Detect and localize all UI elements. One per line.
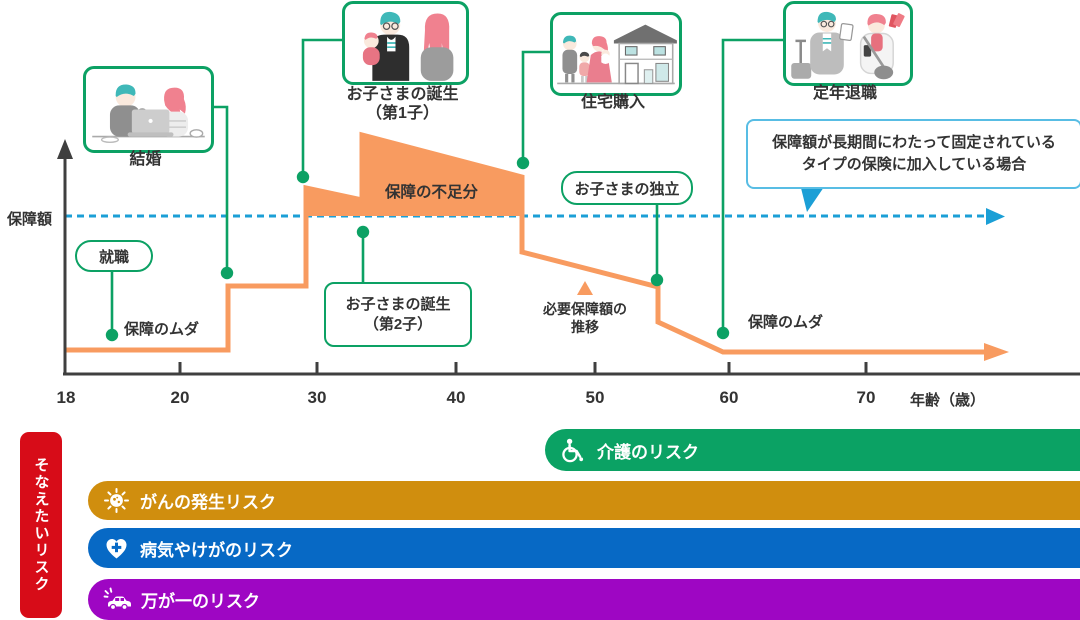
employment-pill: 就職: [75, 240, 153, 272]
second-child-label-line2: （第2子）: [363, 315, 433, 333]
marriage-label: 結婚: [129, 151, 162, 168]
needed-coverage-line1: 必要保障額の: [543, 301, 627, 317]
x-axis-tick-labels: 18 20 30 40 50 60 70: [0, 388, 1080, 410]
risk-bar-illness-label: 病気やけがのリスク: [140, 540, 293, 560]
risk-bar-emergency-label: 万が一のリスク: [141, 592, 260, 611]
first-child-label-line1: お子さまの誕生: [346, 86, 459, 103]
risk-bar-cancer: がんの発生リスク: [88, 481, 1080, 520]
needed-coverage-label: 必要保障額の 推移: [525, 300, 645, 336]
first-child-label-line2: （第1子）: [366, 105, 439, 122]
x-tick-label-50: 50: [585, 388, 605, 407]
house-purchase-photo: [550, 12, 682, 96]
x-tick-label-30: 30: [307, 388, 327, 407]
risk-sidebar: そなえたいリスク: [20, 432, 62, 618]
first-child-illustration: [362, 11, 454, 81]
x-tick-label-60: 60: [719, 388, 739, 407]
risk-bar-illness: 病気やけがのリスク: [88, 528, 1080, 568]
risk-bar-care-label: 介護のリスク: [597, 442, 699, 462]
y-axis-label: 保障額: [7, 211, 53, 228]
x-tick-label-70: 70: [856, 388, 876, 407]
coverage-shortage-label: 保障の不足分: [385, 184, 479, 201]
virus-icon: [103, 487, 130, 514]
chart-canvas: [57, 38, 1080, 376]
x-tick-label-18: 18: [56, 388, 76, 407]
independence-pill: お子さまの独立: [561, 171, 693, 205]
coverage-waste-right-label: 保障のムダ: [748, 314, 824, 331]
second-child-label-line1: お子さまの誕生: [345, 295, 451, 313]
first-child-label: お子さまの誕生 （第1子）: [327, 85, 478, 123]
risk-sidebar-label: そなえたいリスク: [32, 457, 50, 593]
retirement-illustration: [791, 11, 905, 80]
risk-bar-care: 介護のリスク: [545, 429, 1080, 471]
marriage-photo: [83, 66, 214, 153]
house-purchase-illustration: [557, 24, 677, 85]
first-child-photo: [342, 1, 469, 85]
coverage-waste-left-label: 保障のムダ: [124, 321, 200, 338]
marriage-illustration: [92, 84, 205, 143]
house-purchase-label: 住宅購入: [580, 94, 645, 111]
car-accident-icon: [103, 586, 131, 613]
risk-bar-cancer-label: がんの発生リスク: [140, 493, 276, 512]
medical-heart-icon: [103, 535, 130, 562]
retirement-photo: [783, 1, 913, 86]
x-tick-label-20: 20: [170, 388, 190, 407]
wheelchair-icon: [560, 437, 587, 464]
needed-coverage-line2: 推移: [571, 319, 599, 335]
second-child-box: お子さまの誕生 （第2子）: [324, 282, 472, 347]
callout-line1: 保障額が長期間にわたって固定されている: [772, 134, 1056, 151]
x-axis-label: 年齢（歳）: [910, 392, 986, 409]
callout-line2: タイプの保険に加入している場合: [801, 156, 1027, 173]
risk-bar-emergency: 万が一のリスク: [88, 579, 1080, 620]
fixed-insurance-callout: 保障額が長期間にわたって固定されている タイプの保険に加入している場合: [746, 119, 1080, 189]
x-tick-label-40: 40: [446, 388, 466, 407]
retirement-label: 定年退職: [812, 85, 877, 102]
